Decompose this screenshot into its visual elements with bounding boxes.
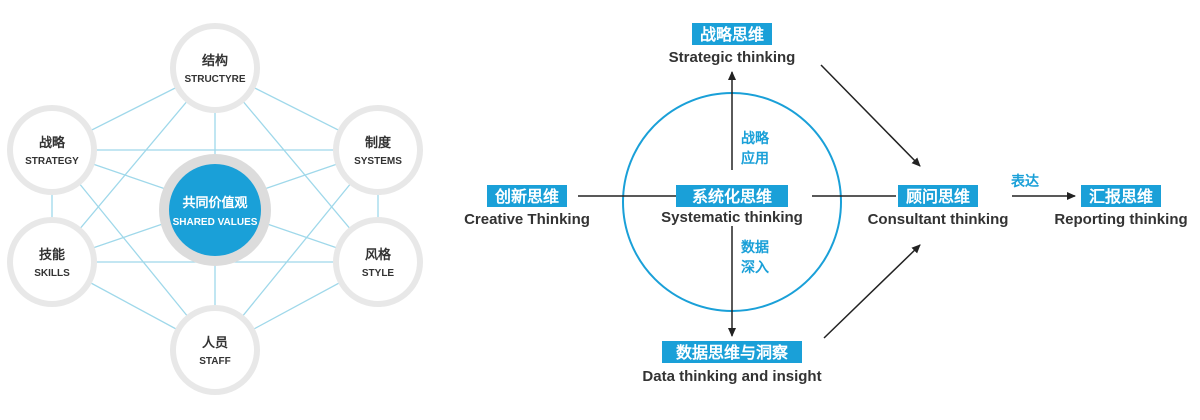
- reporting-badge: [1081, 185, 1161, 207]
- data-badge: [662, 341, 802, 363]
- reporting-label-zh: 汇报思维: [1089, 187, 1153, 206]
- thinking-model-diagram: 系统化思维 Systematic thinking 战略思维 Strategic…: [464, 23, 1188, 385]
- data-label-zh: 数据思维与洞察: [676, 343, 789, 362]
- center-node-label-zh: 共同价值观: [182, 195, 247, 211]
- node-structure-label-en: STRUCTYRE: [184, 74, 245, 85]
- node-strategy: 战略 STRATEGY: [7, 105, 97, 195]
- creative-label-en: Creative Thinking: [464, 211, 590, 228]
- edge-label-data-deep-2: 深入: [741, 259, 769, 276]
- center-node-core: [169, 164, 261, 256]
- systematic-label-en: Systematic thinking: [661, 209, 803, 226]
- node-systems-label-en: SYSTEMS: [354, 156, 402, 167]
- edge-label-strategy-app-2: 应用: [741, 150, 769, 167]
- node-structure-circle: [170, 23, 260, 113]
- arrow-data-to-consultant: [823, 244, 921, 339]
- systematic-badge: [676, 185, 788, 207]
- data-label-en: Data thinking and insight: [642, 368, 821, 385]
- arrow-strategic-to-consultant: [820, 64, 921, 167]
- edge-label-express: 表达: [1010, 173, 1039, 190]
- systematic-label-zh: 系统化思维: [692, 187, 772, 206]
- creative-badge: [487, 185, 567, 207]
- seven-s-nodes: 结构 STRUCTYRE 制度 SYSTEMS 风格 STYLE 人员 STAFF 技能 SKIL…: [7, 23, 423, 395]
- node-staff: 人员 STAFF: [170, 305, 260, 395]
- reporting-label-en: Reporting thinking: [1054, 211, 1187, 228]
- node-staff-label-zh: 人员: [202, 335, 228, 351]
- strategic-label-en: Strategic thinking: [669, 49, 796, 66]
- node-skills-label-zh: 技能: [39, 247, 65, 263]
- creative-label-zh: 创新思维: [494, 187, 559, 206]
- strategic-badge: [692, 23, 772, 45]
- node-systems-label-zh: 制度: [365, 135, 392, 151]
- node-style: 风格 STYLE: [333, 217, 423, 307]
- node-systems-circle: [333, 105, 423, 195]
- node-skills-circle: [7, 217, 97, 307]
- consultant-badge: [898, 185, 978, 207]
- node-systems: 制度 SYSTEMS: [333, 105, 423, 195]
- node-strategy-label-en: STRATEGY: [25, 156, 79, 167]
- center-node-label-en: SHARED VALUES: [173, 217, 258, 228]
- consultant-label-zh: 顾问思维: [906, 187, 970, 206]
- node-staff-label-en: STAFF: [199, 356, 230, 367]
- node-style-label-en: STYLE: [362, 268, 395, 279]
- node-strategy-circle: [7, 105, 97, 195]
- edge-label-strategy-app-1: 战略: [741, 130, 770, 147]
- node-style-circle: [333, 217, 423, 307]
- node-strategy-label-zh: 战略: [39, 135, 66, 151]
- node-structure: 结构 STRUCTYRE: [170, 23, 260, 113]
- node-structure-label-zh: 结构: [202, 53, 228, 69]
- center-node-shared-values: 共同价值观 SHARED VALUES: [159, 154, 271, 266]
- edge-label-data-deep-1: 数据: [741, 239, 769, 256]
- consultant-label-en: Consultant thinking: [868, 211, 1009, 228]
- node-staff-circle: [170, 305, 260, 395]
- node-style-label-zh: 风格: [365, 247, 392, 263]
- seven-s-diagram: 结构 STRUCTYRE 制度 SYSTEMS 风格 STYLE 人员 STAFF 技能 SKIL…: [7, 23, 423, 395]
- node-skills-label-en: SKILLS: [34, 268, 70, 279]
- node-skills: 技能 SKILLS: [7, 217, 97, 307]
- strategic-label-zh: 战略思维: [700, 25, 764, 44]
